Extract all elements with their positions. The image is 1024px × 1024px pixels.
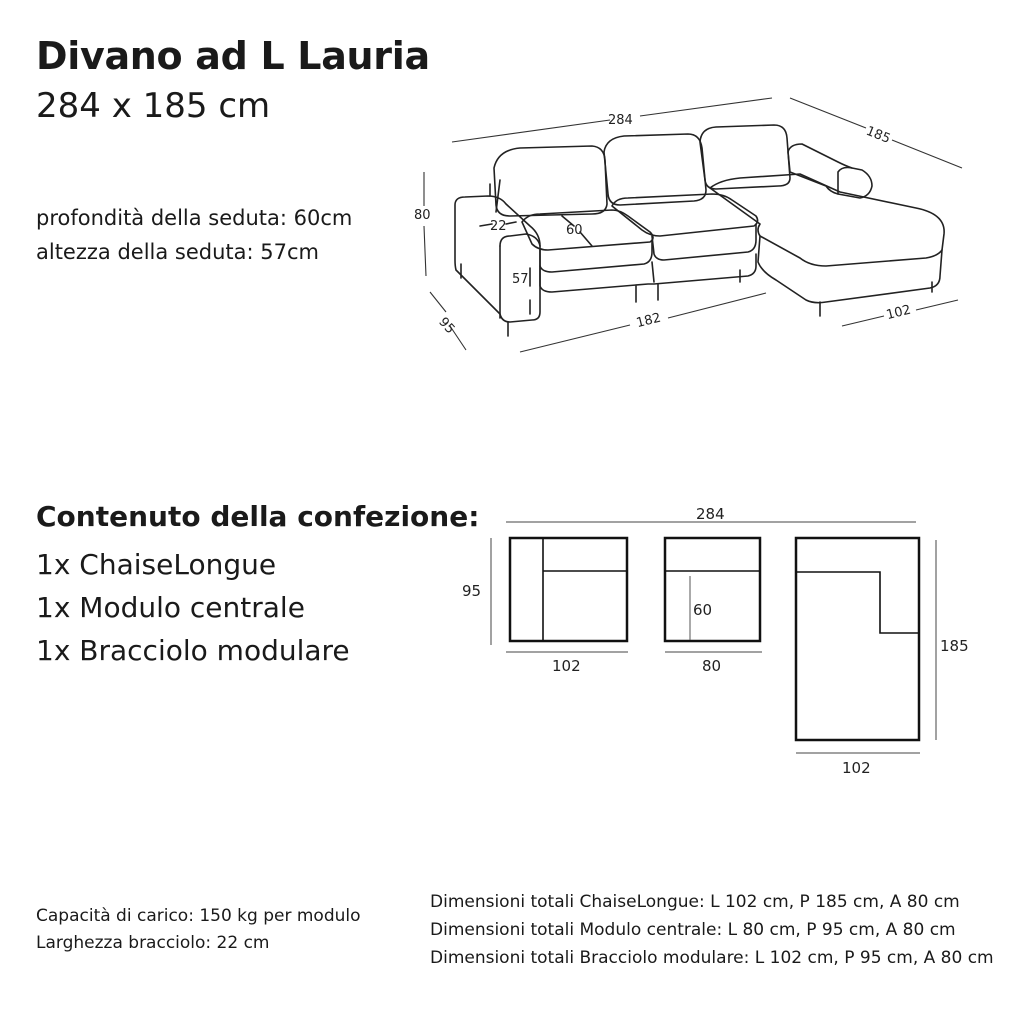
product-dimensions: 284 x 185 cm — [36, 86, 271, 126]
plan-central-module — [663, 536, 762, 643]
load-capacity-note: Capacità di carico: 150 kg per modulo — [36, 906, 361, 926]
chaise-longue-seat — [709, 173, 945, 267]
dim-chaise-length-label: 185 — [864, 124, 893, 147]
perspective-dimension-labels: 284 185 80 95 22 60 57 182 102 — [414, 113, 913, 337]
plan-module-depth-label: 95 — [462, 582, 481, 600]
chaise-armrest — [787, 143, 873, 199]
armrest-width-note: Larghezza bracciolo: 22 cm — [36, 933, 270, 953]
back-cushion-right — [699, 124, 791, 190]
seat-depth-spec: profondità della seduta: 60cm — [36, 206, 353, 230]
back-cushion-left — [493, 145, 608, 217]
seat-height-spec: altezza della seduta: 57cm — [36, 240, 319, 264]
left-armrest — [454, 195, 541, 323]
sofa-legs — [460, 263, 933, 337]
seat-cushion-middle — [611, 193, 759, 237]
dim-height-label: 80 — [414, 208, 431, 223]
dim-armrest-label: 22 — [490, 219, 507, 234]
dim-seat-depth-label: 60 — [566, 223, 583, 238]
armrest-total-dims: Dimensioni totali Bracciolo modulare: L … — [430, 948, 994, 968]
plan-armrest-width-label: 102 — [552, 657, 581, 675]
package-heading: Contenuto della confezione: — [36, 500, 480, 533]
package-item-central-module: 1x Modulo centrale — [36, 591, 305, 624]
perspective-dimension-lines — [423, 97, 963, 353]
package-item-armrest-module: 1x Bracciolo modulare — [36, 634, 350, 667]
plan-central-width-label: 80 — [702, 657, 721, 675]
package-item-chaiselongue: 1x ChaiseLongue — [36, 548, 277, 581]
product-title: Divano ad L Lauria — [36, 34, 430, 78]
sofa-perspective-drawing — [454, 124, 945, 337]
plan-armrest-module — [508, 536, 629, 643]
plan-view — [490, 521, 937, 754]
dim-depth-label: 95 — [435, 315, 457, 337]
plan-dimension-labels: 284 95 102 60 80 185 102 — [462, 505, 969, 777]
dim-seat-height-label: 57 — [512, 272, 529, 287]
central-total-dims: Dimensioni totali Modulo centrale: L 80 … — [430, 920, 956, 940]
chaise-total-dims: Dimensioni totali ChaiseLongue: L 102 cm… — [430, 892, 960, 912]
plan-chaise-depth-label: 185 — [940, 637, 969, 655]
plan-chaise-longue — [794, 536, 921, 742]
seat-cushion-left — [521, 209, 654, 251]
plan-central-seat-depth-label: 60 — [693, 601, 712, 619]
dim-total-width-label: 284 — [608, 113, 633, 128]
dim-chaise-width-label: 102 — [885, 303, 913, 324]
plan-chaise-width-label: 102 — [842, 759, 871, 777]
plan-total-width-label: 284 — [696, 505, 725, 523]
dim-front-width-label: 182 — [635, 311, 663, 332]
